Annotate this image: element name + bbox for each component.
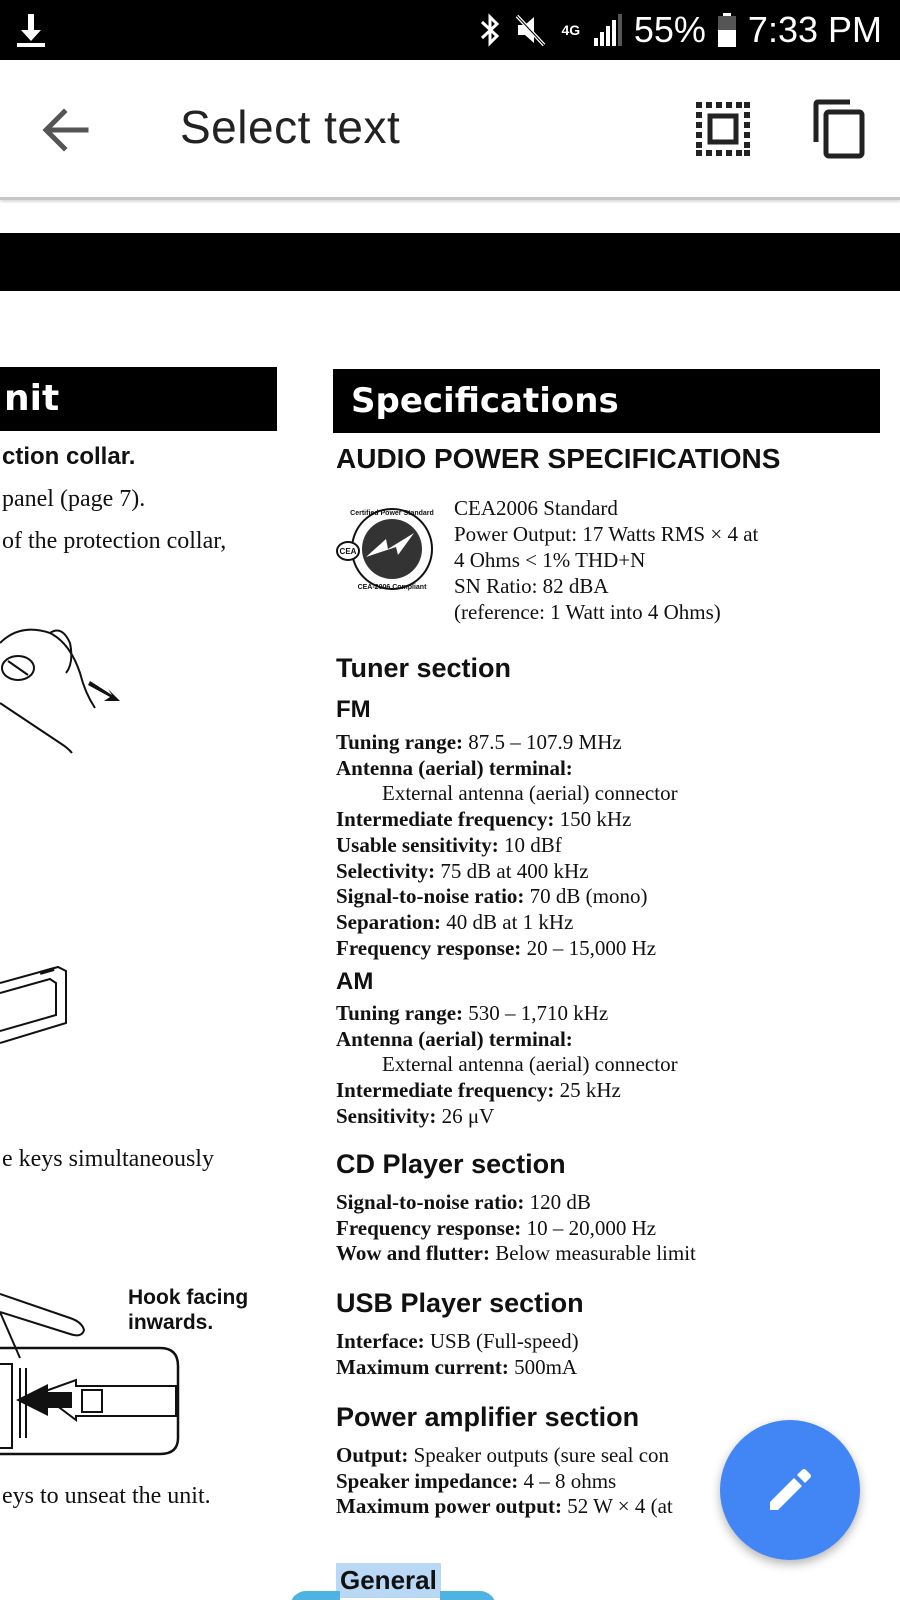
- copy-icon[interactable]: [810, 98, 868, 160]
- spec-row: Antenna (aerial) terminal:: [336, 755, 573, 780]
- spec-row: Tuning range: 530 – 1,710 kHz: [336, 1001, 609, 1025]
- spec-row: Intermediate frequency: 150 kHz: [336, 807, 632, 832]
- spec-row: Frequency response: 10 – 20,000 Hz: [336, 1215, 657, 1240]
- spec-row: Intermediate frequency: 25 kHz: [336, 1078, 621, 1103]
- page-title: Select text: [180, 101, 401, 153]
- cd-player-heading: CD Player section: [336, 1149, 566, 1179]
- cea2006-compliant-logo: CEA Certified Power Standard CEA-2006 Co…: [336, 508, 434, 591]
- spec-row: External antenna (aerial) connector: [382, 1052, 678, 1077]
- document-view[interactable]: nit ction collar. panel (page 7). of the…: [0, 203, 900, 1600]
- spec-row: Output: Speaker outputs (sure seal con: [336, 1443, 670, 1467]
- selection-start-handle[interactable]: [290, 1591, 340, 1600]
- svg-text:Certified Power Standard: Certified Power Standard: [350, 510, 434, 517]
- hook-callout: Hook facing inwards.: [128, 1286, 249, 1334]
- svg-text:CEA-2006 Compliant: CEA-2006 Compliant: [358, 584, 428, 591]
- spec-row: Tuning range: 87.5 – 107.9 MHz: [336, 730, 622, 754]
- spec-row: Sensitivity: 26 μV: [336, 1103, 495, 1128]
- specifications-heading: Specifications: [333, 369, 880, 433]
- pencil-icon: [770, 1469, 811, 1510]
- audio-power-heading: AUDIO POWER SPECIFICATIONS: [336, 443, 781, 474]
- release-key-illustration: [0, 1293, 180, 1456]
- bluetooth-icon: [480, 13, 500, 47]
- clock: 7:33 PM: [747, 9, 882, 50]
- general-heading-selected[interactable]: General: [336, 1563, 441, 1598]
- fm-heading: FM: [336, 696, 371, 723]
- fm-spec-list: Tuning range: 87.5 – 107.9 MHz Antenna (…: [336, 730, 678, 961]
- header-band: [0, 233, 900, 291]
- spec-row: Antenna (aerial) terminal:: [336, 1026, 573, 1051]
- hand-pulling-illustration: [0, 628, 120, 754]
- usb-player-heading: USB Player section: [336, 1288, 584, 1318]
- spec-row: Signal-to-noise ratio: 70 dB (mono): [336, 884, 648, 909]
- spec-row: Signal-to-noise ratio: 120 dB: [336, 1190, 591, 1214]
- battery-percent: 55%: [633, 9, 706, 50]
- mute-icon: [515, 14, 546, 47]
- app-bar: Select text: [0, 60, 900, 200]
- front-panel-illustration: [0, 965, 67, 1044]
- select-all-icon[interactable]: [694, 100, 752, 158]
- cd-spec-list: Signal-to-noise ratio: 120 dB Frequency …: [336, 1190, 696, 1267]
- left-text-line: panel (page 7).: [2, 486, 146, 512]
- spec-row: Speaker impedance: 4 – 8 ohms: [336, 1468, 617, 1493]
- spec-row: External antenna (aerial) connector: [382, 781, 678, 806]
- left-text-line: e keys simultaneously: [2, 1146, 214, 1172]
- spec-row: Interface: USB (Full-speed): [336, 1329, 579, 1353]
- spec-row: Wow and flutter: Below measurable limit: [336, 1241, 696, 1266]
- battery-icon: [717, 13, 736, 47]
- back-arrow-icon[interactable]: [38, 102, 94, 158]
- network-type-label: 4G: [561, 22, 581, 38]
- edit-fab-button[interactable]: [720, 1420, 860, 1560]
- spec-row: Separation: 40 dB at 1 kHz: [336, 909, 574, 934]
- power-amplifier-heading: Power amplifier section: [336, 1402, 640, 1432]
- spec-row: Frequency response: 20 – 15,000 Hz: [336, 935, 657, 960]
- am-spec-list: Tuning range: 530 – 1,710 kHz Antenna (a…: [336, 1001, 678, 1130]
- download-icon: [17, 14, 45, 47]
- svg-text:CEA: CEA: [340, 547, 357, 556]
- tuner-section-heading: Tuner section: [336, 653, 512, 683]
- cea-spec-text: CEA2006 Standard Power Output: 17 Watts …: [454, 496, 759, 624]
- usb-spec-list: Interface: USB (Full-speed) Maximum curr…: [336, 1329, 579, 1380]
- left-text-line: ction collar.: [2, 443, 136, 470]
- am-heading: AM: [336, 968, 374, 995]
- selection-handles[interactable]: [290, 1591, 496, 1600]
- left-section-heading: nit: [0, 367, 277, 431]
- left-text-line: of the protection collar,: [2, 528, 227, 554]
- spec-row: Selectivity: 75 dB at 400 kHz: [336, 858, 589, 883]
- spec-row: Maximum current: 500mA: [336, 1354, 578, 1379]
- amp-spec-list: Output: Speaker outputs (sure seal con S…: [336, 1443, 673, 1520]
- spec-row: Maximum power output: 52 W × 4 (at: [336, 1494, 673, 1519]
- status-bar: 4G 55% 7:33 PM: [0, 0, 900, 60]
- signal-strength-icon: [593, 14, 622, 46]
- spec-row: Usable sensitivity: 10 dBf: [336, 832, 562, 857]
- left-text-line: eys to unseat the unit.: [2, 1483, 211, 1509]
- selection-end-handle[interactable]: [440, 1591, 496, 1600]
